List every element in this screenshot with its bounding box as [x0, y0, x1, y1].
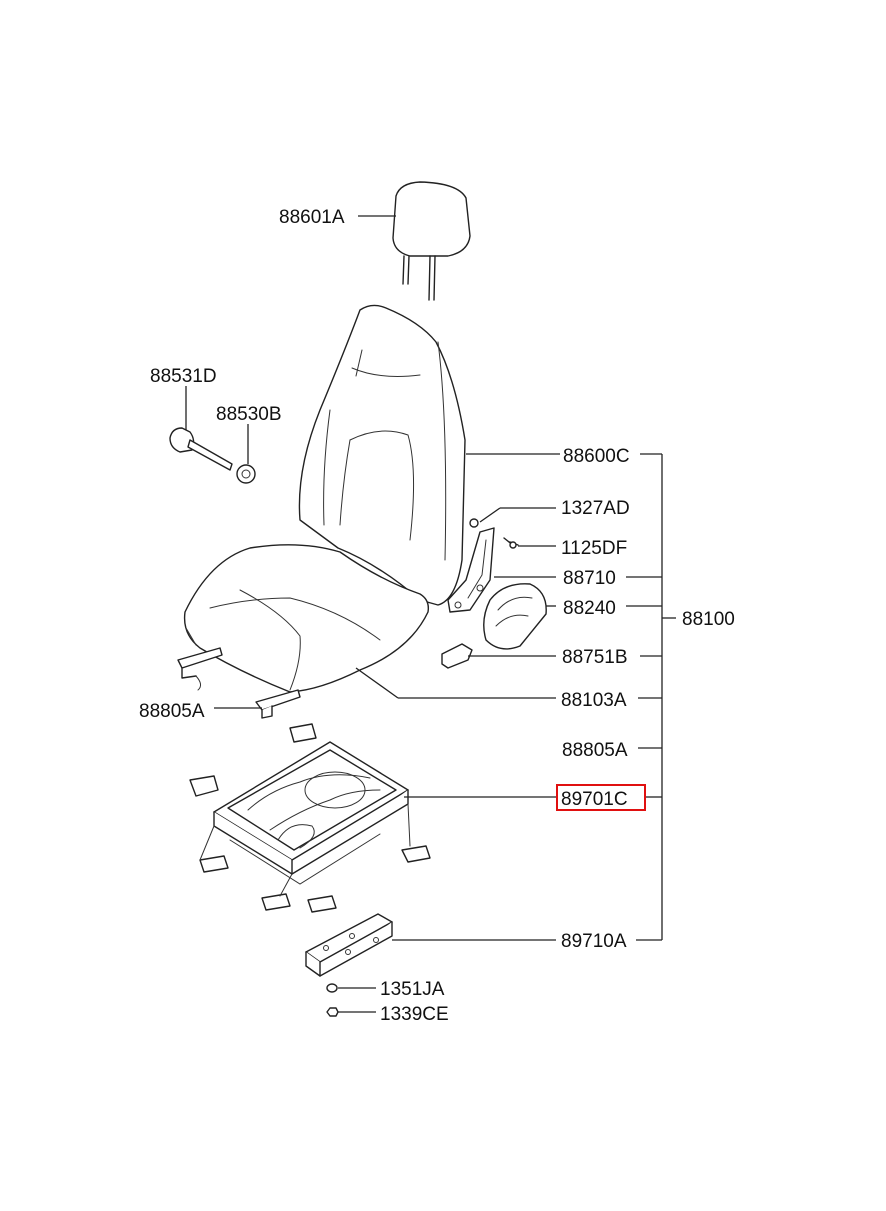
label-1339CE[interactable]: 1339CE — [380, 1004, 449, 1025]
label-88240[interactable]: 88240 — [563, 598, 616, 619]
seat-rail-drawing[interactable] — [177, 647, 301, 719]
seat-cushion-drawing[interactable] — [183, 544, 430, 693]
label-88710[interactable]: 88710 — [563, 568, 616, 589]
nut-1339CE-drawing[interactable] — [326, 1007, 339, 1017]
label-88805A-right[interactable]: 88805A — [562, 740, 628, 761]
label-1351JA[interactable]: 1351JA — [380, 979, 445, 1000]
label-88103A[interactable]: 88103A — [561, 690, 627, 711]
handle-88751B-drawing[interactable] — [441, 643, 473, 669]
label-1125DF[interactable]: 1125DF — [561, 538, 627, 559]
headrest-drawing[interactable] — [392, 181, 471, 301]
label-88530B[interactable]: 88530B — [216, 404, 282, 425]
bracket-89710A-drawing[interactable] — [305, 913, 393, 977]
label-88600C[interactable]: 88600C — [563, 446, 630, 467]
highlight-box-89701C — [556, 784, 646, 811]
label-88805A-left[interactable]: 88805A — [139, 701, 205, 722]
label-88531D[interactable]: 88531D — [150, 366, 217, 387]
nut-1351JA-drawing[interactable] — [326, 983, 338, 993]
seat-back-drawing[interactable] — [298, 304, 466, 606]
label-88100[interactable]: 88100 — [682, 609, 735, 630]
label-89701C[interactable]: 89701C — [561, 789, 628, 810]
label-88601A[interactable]: 88601A — [279, 207, 345, 228]
leader-lines — [185, 215, 676, 1013]
recliner-mechanism-drawing[interactable] — [447, 518, 547, 650]
label-88751B[interactable]: 88751B — [562, 647, 628, 668]
label-1327AD[interactable]: 1327AD — [561, 498, 630, 519]
seat-adjuster-drawing[interactable] — [189, 723, 431, 913]
bushing-88530B-drawing[interactable] — [236, 464, 256, 484]
label-89710A[interactable]: 89710A — [561, 931, 627, 952]
recline-knob-drawing[interactable] — [169, 427, 233, 471]
